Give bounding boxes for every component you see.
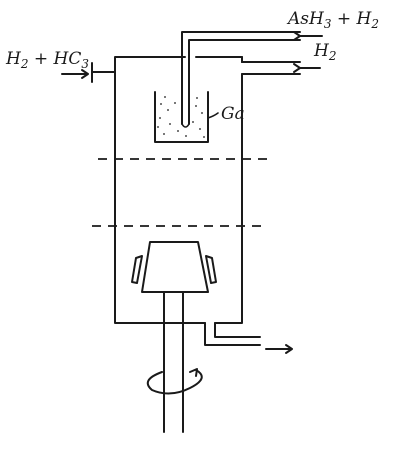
rotation-arrowhead xyxy=(189,368,198,377)
ga-label: Ga xyxy=(221,104,245,124)
substrate-left xyxy=(131,255,143,284)
reactor-vessel-wall xyxy=(114,56,243,324)
exhaust-pipe xyxy=(204,322,261,346)
right-inlet-arrow xyxy=(293,63,321,73)
tube-tip xyxy=(181,123,190,128)
exhaust-arrow xyxy=(265,344,293,354)
label-inlet-top: AsH3 + H2 xyxy=(286,9,379,31)
ga-label-leader xyxy=(207,112,219,119)
ga-boat xyxy=(154,91,209,143)
left-inlet-arrow xyxy=(61,69,89,79)
label-inlet-right: H2 xyxy=(313,41,336,63)
top-inlet-tube xyxy=(181,31,301,125)
rotating-shaft xyxy=(163,291,184,433)
substrate-holder xyxy=(141,241,209,293)
gallium-melt xyxy=(157,96,205,138)
left-inlet-port xyxy=(91,62,116,83)
top-inlet-arrow xyxy=(293,31,323,41)
right-inlet-pipe xyxy=(241,61,301,75)
rotation-arrow xyxy=(146,369,203,395)
substrate-right xyxy=(205,255,217,284)
label-inlet-left: H2 + HC3 xyxy=(5,49,89,71)
